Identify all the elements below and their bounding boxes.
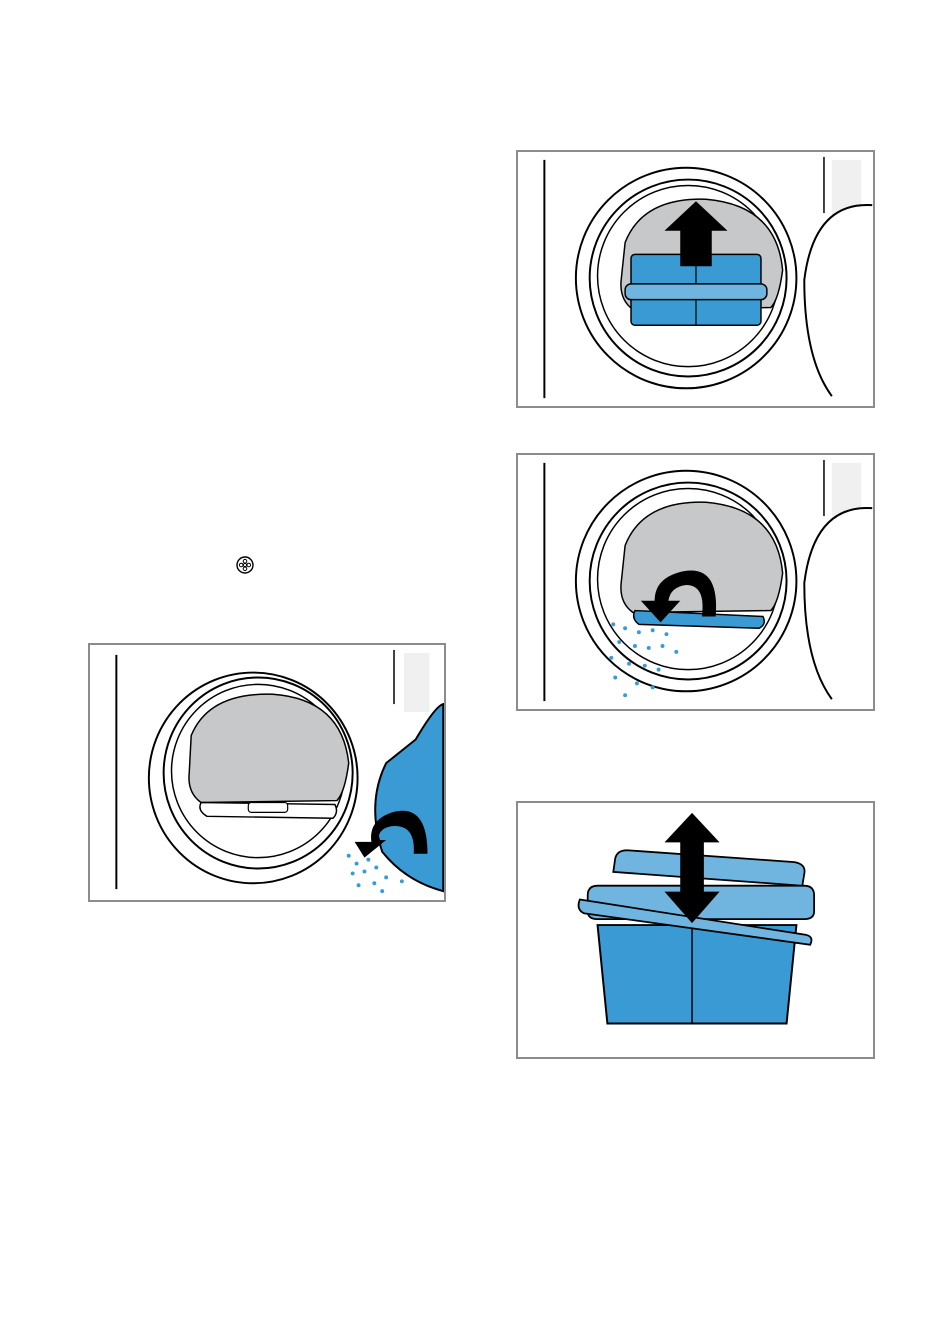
figure-open-fluff-filter [516,801,875,1059]
figure-pull-out-fluff-filter [516,150,875,408]
dryer-filter-lift-illustration [518,152,873,406]
figure-open-door-remove-fluff [88,643,446,902]
dryer-door-open-illustration [90,645,444,900]
dryer-filter-empty-illustration [518,455,873,709]
figure-empty-fluff-filter [516,453,875,711]
fluff-filter-open-illustration [518,803,873,1057]
fluff-filter-icon [236,556,254,574]
